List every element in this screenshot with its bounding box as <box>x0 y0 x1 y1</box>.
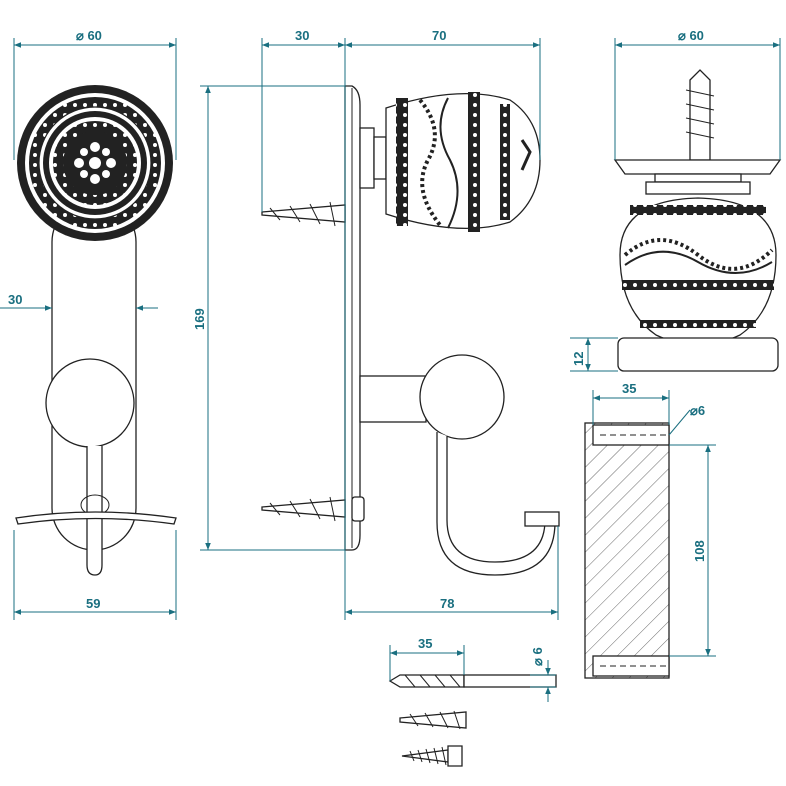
flower-ornament <box>74 142 116 184</box>
side-hook-arm <box>359 375 427 423</box>
block-dims: 35 ⌀6 108 <box>592 381 716 657</box>
hatched-block <box>584 422 670 679</box>
top-screw <box>689 69 711 161</box>
front-hook <box>86 446 103 576</box>
front-hook-tip <box>15 511 177 525</box>
dim-block-hole: ⌀6 <box>690 403 705 418</box>
top-dims: ⌀ 60 12 <box>570 28 781 372</box>
front-knob <box>45 358 135 448</box>
top-ornament-ball <box>619 197 777 346</box>
dim-top-thickness: 12 <box>571 352 586 366</box>
section-block <box>584 422 670 679</box>
side-anchor-bottom <box>261 496 346 522</box>
dim-drill-diameter: ⌀ 6 <box>530 647 545 666</box>
dim-side-depth-knob: 30 <box>295 28 309 43</box>
side-knob <box>419 354 505 440</box>
dim-drill-length: 35 <box>418 636 432 651</box>
side-anchor-top <box>261 201 346 227</box>
side-ornament-ball <box>385 92 541 232</box>
dim-front-width-bottom: 59 <box>86 596 100 611</box>
top-plate <box>613 159 782 175</box>
side-dims: 30 70 169 78 <box>192 28 559 620</box>
dim-front-width-top: ⌀ 60 <box>76 28 102 43</box>
dim-block-height: 108 <box>692 540 707 562</box>
front-dims: ⌀ 60 30 59 <box>0 28 177 620</box>
dim-block-width: 35 <box>622 381 636 396</box>
top-base-plate <box>617 337 779 372</box>
drill-bit <box>388 674 557 688</box>
wood-screw <box>401 745 463 767</box>
drill-dims: 35 ⌀ 6 <box>389 636 556 702</box>
dim-front-plate-width: 30 <box>8 292 22 307</box>
top-view <box>613 69 782 372</box>
dim-side-depth-hook: 78 <box>440 596 454 611</box>
front-view <box>15 85 177 576</box>
dim-side-depth-total: 70 <box>432 28 446 43</box>
side-view <box>261 85 560 576</box>
wall-anchor <box>399 710 467 730</box>
side-collar <box>359 127 375 189</box>
dim-side-height: 169 <box>192 308 207 330</box>
dim-top-width: ⌀ 60 <box>678 28 704 43</box>
side-hook <box>436 432 556 576</box>
